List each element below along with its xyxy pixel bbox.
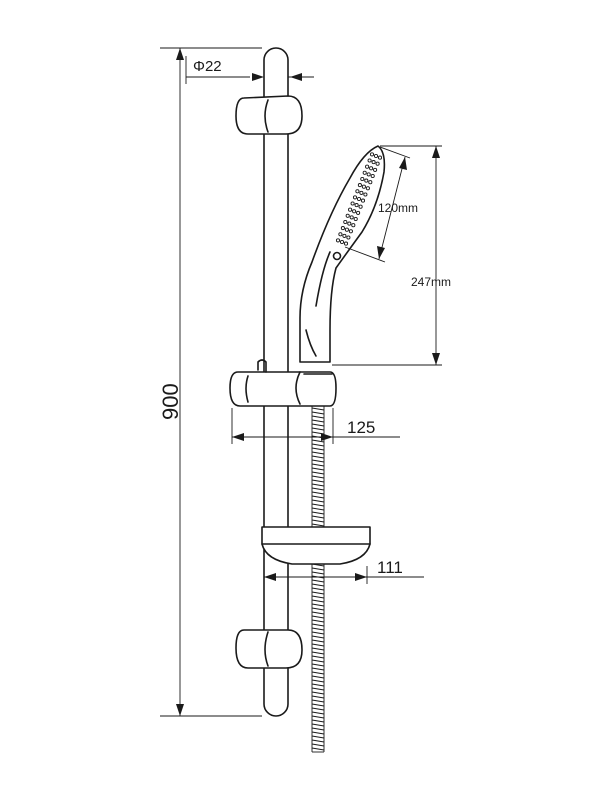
shower-head-nozzles	[335, 152, 383, 246]
head-diameter-label: 120mm	[378, 201, 418, 215]
handset-length-label: 247mm	[411, 275, 451, 289]
shower-hose	[311, 404, 325, 753]
bottom-wall-bracket	[235, 629, 303, 669]
top-wall-bracket	[235, 95, 303, 135]
sliding-holder	[229, 359, 337, 407]
total-height-label: 900	[158, 383, 183, 420]
dimension-lines	[160, 47, 442, 717]
hand-shower	[299, 145, 386, 363]
holder-projection-label: 125	[347, 418, 375, 437]
soap-dish-width-label: 111	[377, 558, 403, 577]
soap-dish	[261, 526, 371, 565]
bar-diameter-label: Φ22	[193, 58, 222, 75]
